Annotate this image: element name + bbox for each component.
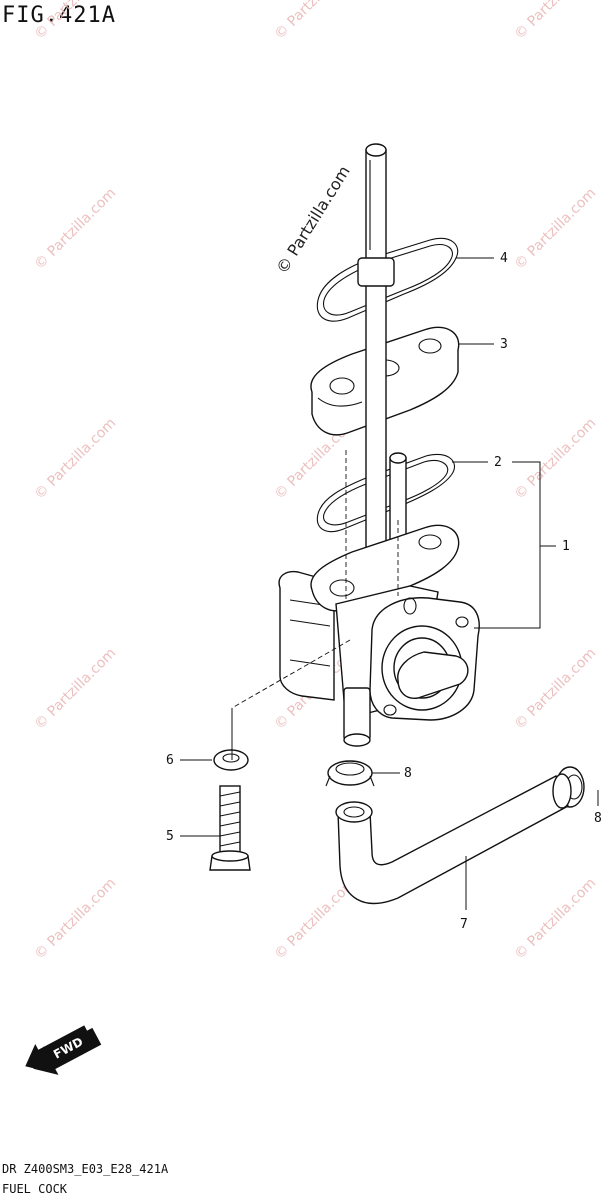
- part-1-fuel-cock-body: [278, 524, 480, 747]
- part-6-washer: [213, 749, 249, 771]
- callout-6: 6: [166, 753, 174, 768]
- footer-figure-code: DR Z400SM3_E03_E28_421A: [2, 1162, 169, 1176]
- watermark: © Partzilla.com: [32, 185, 120, 273]
- watermark: © Partzilla.com: [512, 185, 600, 273]
- leader-lines: [180, 257, 599, 910]
- part-2-o-ring: [316, 454, 455, 532]
- callout-5: 5: [166, 829, 174, 844]
- callouts: 4 3 2 1 6 8 8 5 7: [166, 251, 602, 932]
- watermark: © Partzilla.com: [32, 0, 120, 43]
- callout-2: 2: [494, 455, 502, 470]
- watermark-main: © Partzilla.com: [272, 162, 354, 277]
- watermark: © Partzilla.com: [512, 875, 600, 963]
- watermark: © Partzilla.com: [32, 645, 120, 733]
- fwd-direction-badge: FWD: [25, 1025, 102, 1075]
- watermark: © Partzilla.com: [512, 415, 600, 503]
- assembly-line: [231, 639, 351, 709]
- part-7-hose: [335, 773, 572, 905]
- callout-4: 4: [500, 251, 508, 266]
- callout-7: 7: [460, 917, 468, 932]
- watermark: © Partzilla.com: [512, 0, 600, 43]
- callout-8: 8: [404, 766, 412, 781]
- callout-3: 3: [500, 337, 508, 352]
- callout-1: 1: [562, 539, 570, 554]
- part-8-clamp: [325, 760, 375, 787]
- watermark: © Partzilla.com: [272, 0, 360, 43]
- callout-8: 8: [594, 811, 602, 826]
- watermark: © Partzilla.com: [512, 645, 600, 733]
- figure-title: FIG.421A: [2, 3, 116, 28]
- footer-part-name: FUEL COCK: [2, 1182, 68, 1196]
- watermark: © Partzilla.com: [32, 875, 120, 963]
- part-5-bolt: [209, 785, 251, 871]
- watermark: © Partzilla.com: [32, 415, 120, 503]
